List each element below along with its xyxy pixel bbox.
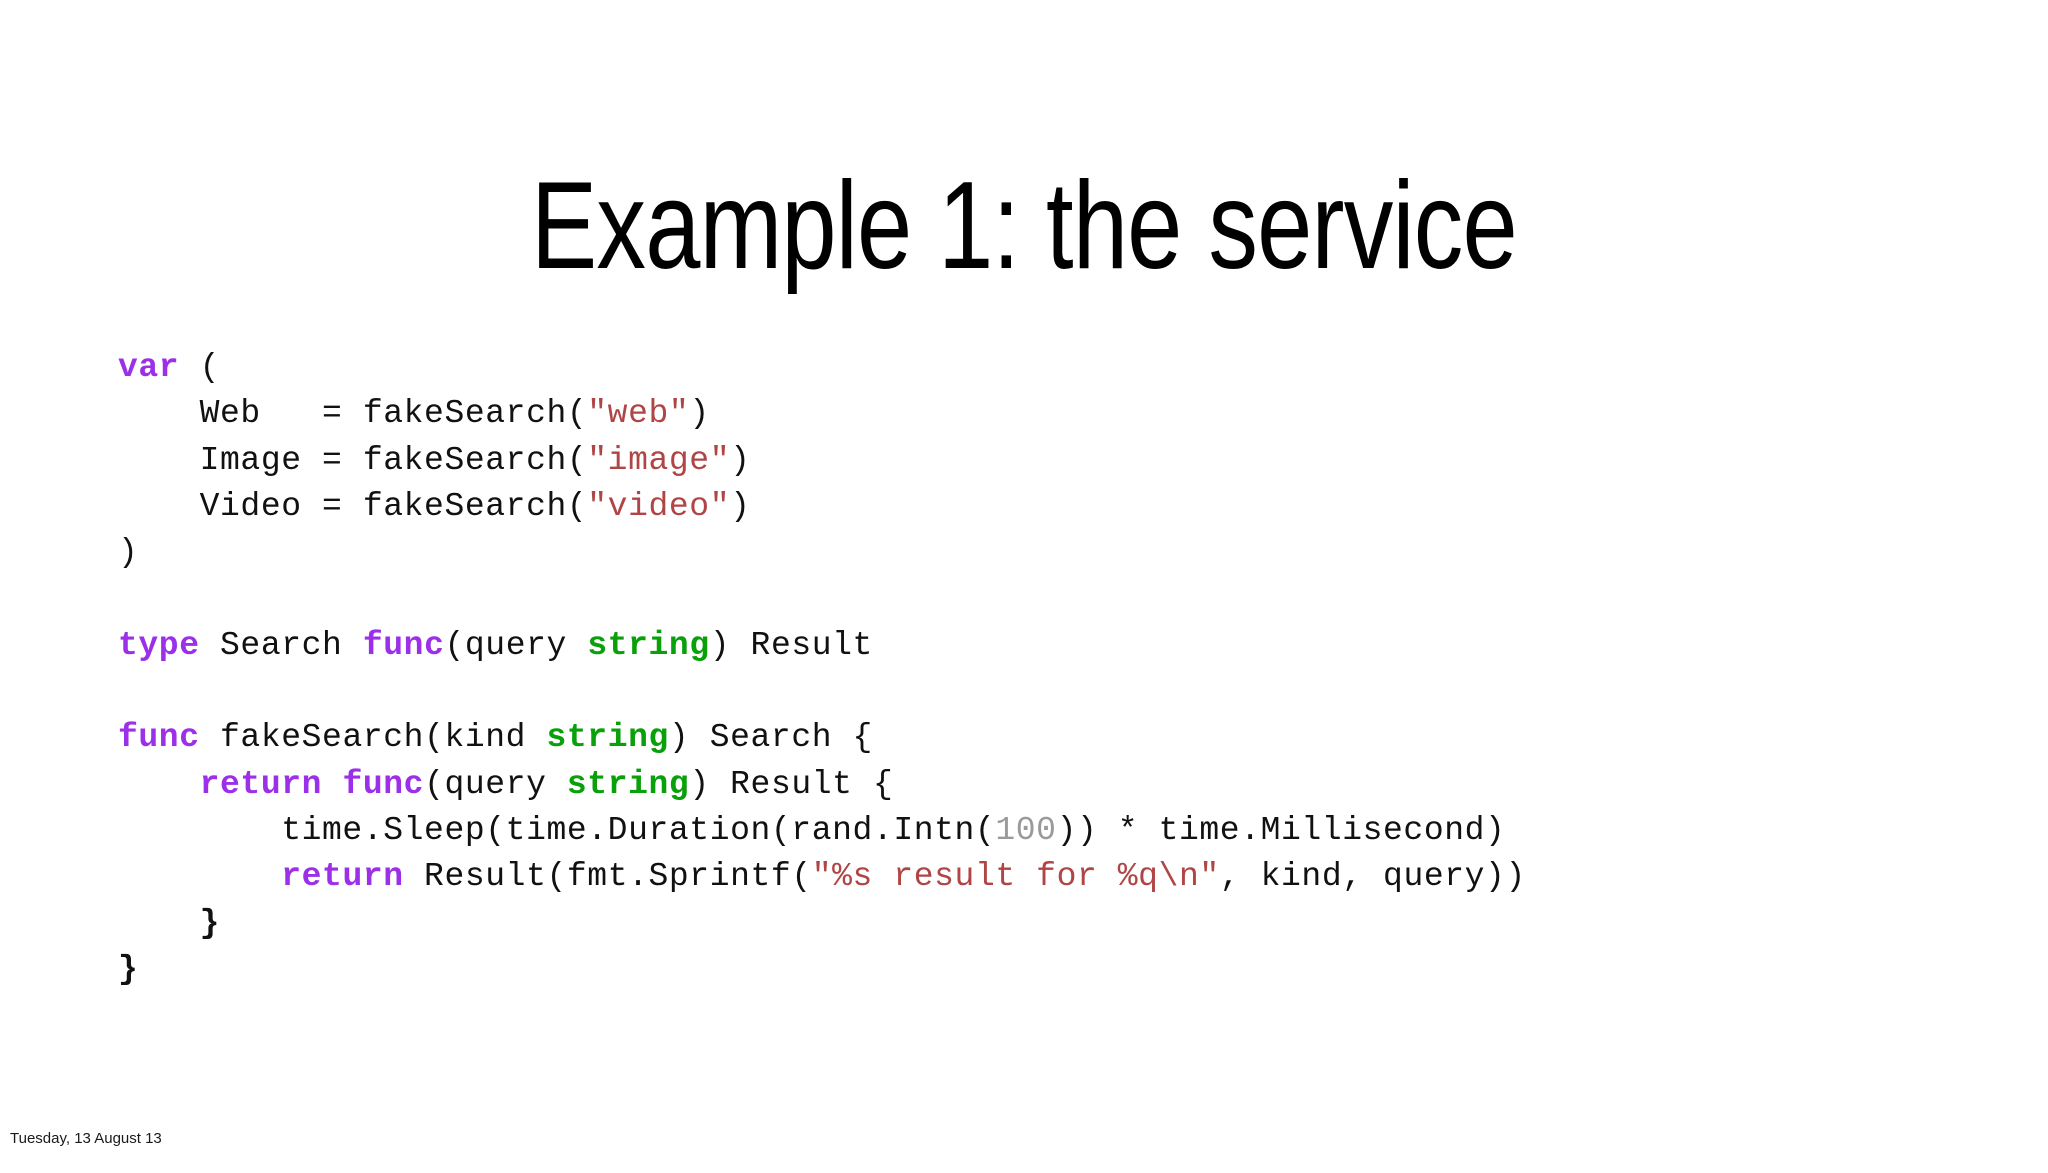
code-token-string: "image" [587,441,731,479]
code-token-text: Video = fakeSearch( [118,487,588,525]
code-token-text: )) * time.Millisecond) [1056,811,1506,849]
code-token-text: (query [424,765,567,803]
code-token-number: 100 [995,811,1057,849]
code-token-keyword: type [118,626,200,664]
code-line: type Search func(query string) Result [118,623,1526,669]
code-token-text: Result(fmt.Sprintf( [403,858,812,896]
code-token-text: , kind, query)) [1219,858,1526,896]
code-token-text: time.Sleep(time.Duration(rand.Intn( [118,811,996,849]
code-token-string: "video" [587,487,731,525]
code-token-text: ) [730,441,751,479]
code-token-text: ) Result { [689,765,894,803]
code-line [118,576,1526,622]
code-line: func fakeSearch(kind string) Search { [118,715,1526,761]
code-token-text: ) Result [709,626,873,664]
code-token-type: string [566,765,690,803]
code-line [118,669,1526,715]
page-title: Example 1: the service [531,157,1518,296]
code-line: var ( [118,345,1526,391]
code-token-keyword: return [281,858,404,896]
code-token-type: string [587,626,710,664]
code-token-brace: } [199,904,221,942]
code-token-text: ) [118,534,139,572]
code-token-string: "%s result for %q\n" [811,858,1220,896]
code-token-string: "web" [587,395,690,433]
code-line: Web = fakeSearch("web") [118,391,1526,437]
code-block: var ( Web = fakeSearch("web") Image = fa… [118,345,1526,993]
code-token-keyword: var [118,349,180,386]
code-line: return func(query string) Result { [118,762,1526,808]
code-line: Image = fakeSearch("image") [118,438,1526,484]
code-token-text [118,905,200,942]
code-line: } [118,947,1526,993]
code-token-text: ) [689,395,710,433]
code-token-brace: } [118,950,139,988]
code-token-text: fakeSearch(kind [199,719,547,757]
code-token-text: Image = fakeSearch( [118,441,588,479]
code-token-type: string [546,719,669,757]
code-token-text [118,858,281,895]
code-token-text: ) [730,487,751,525]
code-line: return Result(fmt.Sprintf("%s result for… [118,854,1526,900]
code-token-keyword: return [199,765,323,803]
code-token-text: Search [199,626,363,664]
code-line: ) [118,530,1526,576]
code-line: } [118,901,1526,947]
code-token-text: (query [444,626,588,664]
code-token-keyword: func [362,626,445,664]
code-token-text: ( [179,349,221,386]
code-token-keyword: func [342,765,425,803]
code-token-text: Web = fakeSearch( [118,395,588,433]
code-token-text [322,766,342,803]
code-token-text: ) Search { [668,719,873,757]
code-token-text [118,766,200,803]
footer-date: Tuesday, 13 August 13 [10,1130,162,1147]
code-token-keyword: func [118,719,200,757]
code-line: time.Sleep(time.Duration(rand.Intn(100))… [118,808,1526,854]
code-line: Video = fakeSearch("video") [118,484,1526,530]
